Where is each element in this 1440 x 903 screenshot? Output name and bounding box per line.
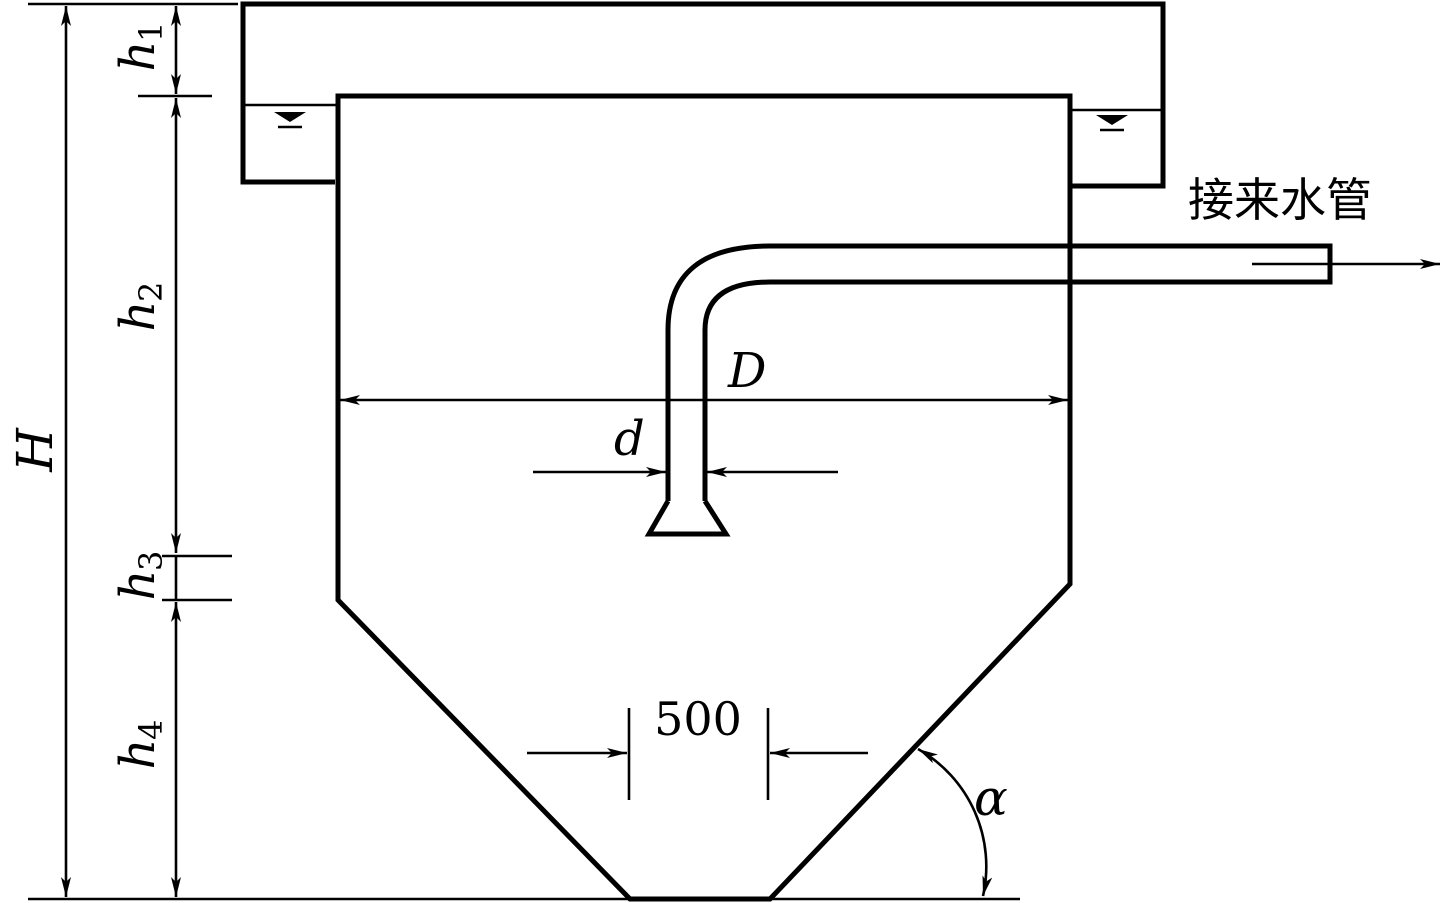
svg-text:1: 1 <box>132 22 170 42</box>
label-h1: h 1 <box>110 22 170 72</box>
label-H: H <box>6 427 64 473</box>
svg-text:4: 4 <box>132 720 170 740</box>
water-level-symbol-right <box>1096 115 1128 132</box>
label-alpha: α <box>974 769 1008 827</box>
svg-text:h: h <box>110 41 166 72</box>
svg-text:h: h <box>110 739 166 770</box>
svg-text:h: h <box>110 301 166 332</box>
label-500: 500 <box>654 692 742 746</box>
tank-body <box>335 93 1073 902</box>
label-h3: h 3 <box>110 551 170 601</box>
svg-text:2: 2 <box>132 282 170 302</box>
angle-alpha-arc <box>917 747 993 897</box>
reflector-bell <box>644 499 731 537</box>
label-D: D <box>727 343 766 399</box>
water-level-symbol-left <box>274 112 306 129</box>
label-h4: h 4 <box>110 720 170 770</box>
label-outlet-pipe: 接来水管 <box>1188 173 1372 227</box>
svg-text:h: h <box>110 570 166 601</box>
inlet-pipe <box>665 243 1333 501</box>
label-h2: h 2 <box>110 282 170 332</box>
label-d: d <box>614 411 645 467</box>
svg-text:3: 3 <box>132 551 170 571</box>
overflow-trough <box>240 1 1166 189</box>
